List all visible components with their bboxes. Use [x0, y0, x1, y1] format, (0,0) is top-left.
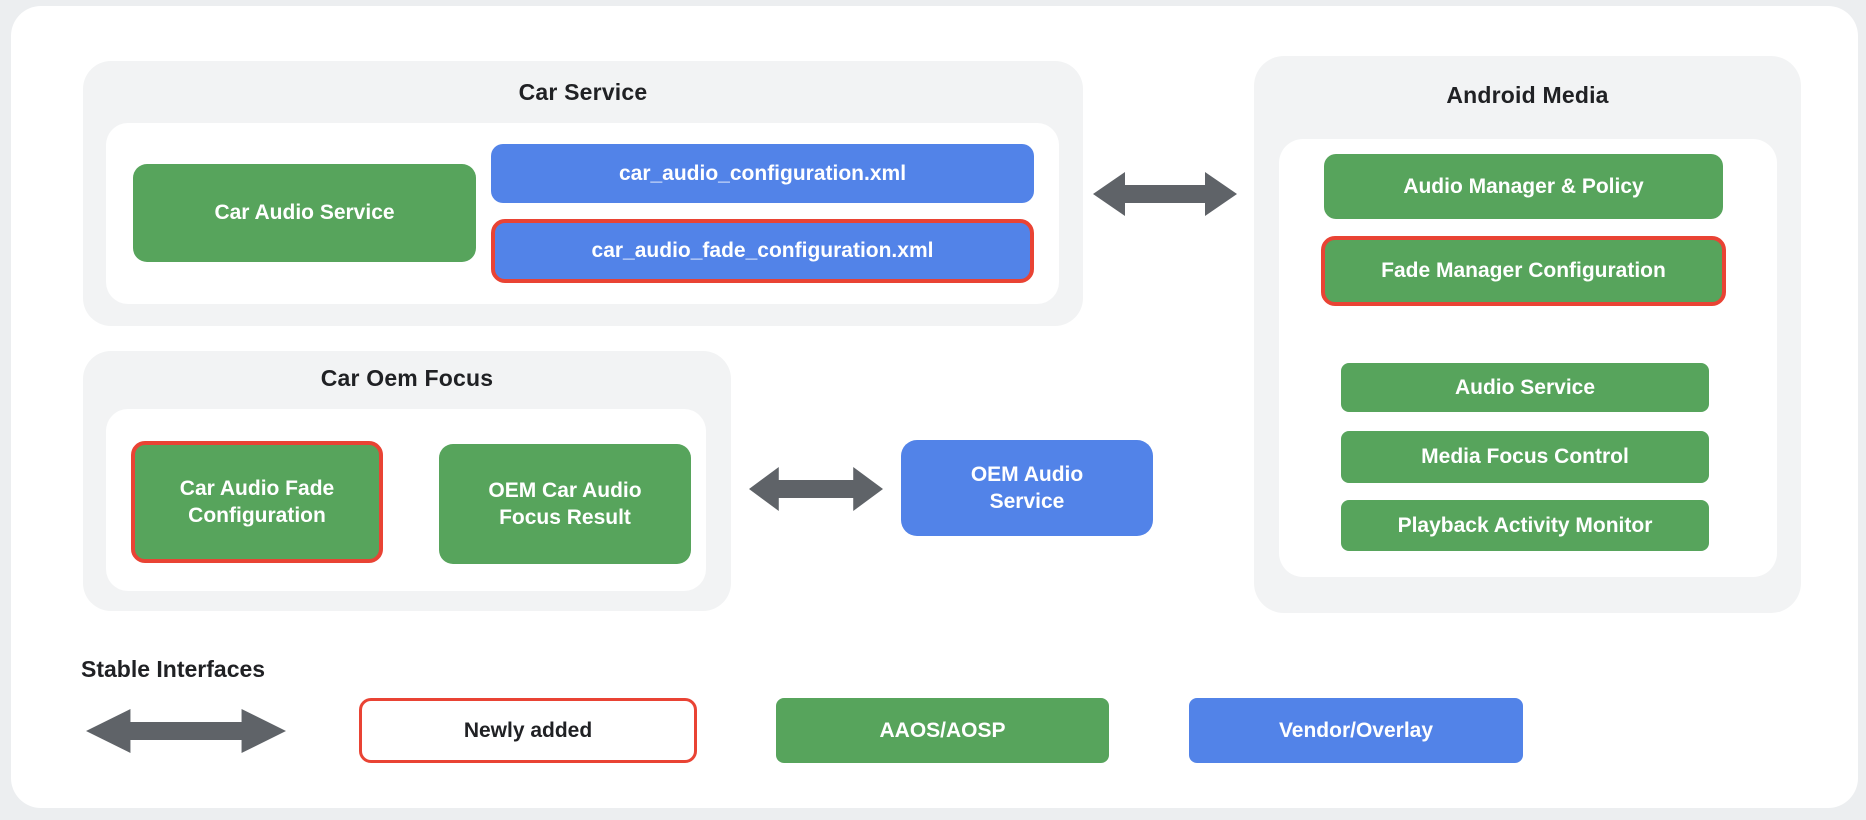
audio-manager-policy-label: Audio Manager & Policy [1403, 174, 1644, 198]
playback-activity-monitor-box: Playback Activity Monitor [1341, 500, 1709, 551]
audio-manager-policy-box: Audio Manager & Policy [1324, 154, 1723, 219]
legend-vendor-overlay-label: Vendor/Overlay [1278, 718, 1434, 742]
oem-car-audio-focus-result-label: OEM Car Audio Focus Result [488, 478, 642, 529]
car-audio-service-box: Car Audio Service [133, 164, 476, 262]
car-service-group: Car Service Car Audio Service car_audio_… [83, 61, 1083, 326]
car-oem-focus-group: Car Oem Focus Car Audio Fade Configurati… [83, 351, 731, 611]
car-service-panel: Car Audio Service car_audio_configuratio… [106, 123, 1059, 304]
android-media-title: Android Media [1446, 82, 1609, 108]
audio-service-box: Audio Service [1341, 363, 1709, 412]
legend-newly-added-box: Newly added [359, 698, 697, 763]
legend-aaos-aosp-box: AAOS/AOSP [776, 698, 1109, 763]
bidirectional-arrow-icon [1093, 172, 1237, 216]
car-audio-fade-configuration-box: Car Audio Fade Configuration [131, 441, 383, 563]
car-audio-fade-configuration-xml-box: car_audio_fade_configuration.xml [491, 219, 1034, 283]
car-audio-fade-configuration-xml-label: car_audio_fade_configuration.xml [591, 239, 934, 263]
media-focus-control-box: Media Focus Control [1341, 431, 1709, 483]
car-audio-configuration-xml-label: car_audio_configuration.xml [618, 161, 907, 185]
diagram-card: Car Service Car Audio Service car_audio_… [11, 6, 1858, 808]
car-audio-fade-configuration-label: Car Audio Fade Configuration [179, 476, 335, 527]
legend-aaos-aosp-label: AAOS/AOSP [879, 718, 1006, 742]
car-audio-service-label: Car Audio Service [214, 201, 395, 225]
car-service-title: Car Service [518, 79, 648, 105]
legend-vendor-overlay-box: Vendor/Overlay [1189, 698, 1523, 763]
android-media-group: Android Media Audio Manager & Policy Fad… [1254, 56, 1801, 613]
android-media-panel: Audio Manager & Policy Fade Manager Conf… [1279, 139, 1777, 577]
playback-activity-monitor-label: Playback Activity Monitor [1397, 513, 1653, 537]
car-audio-configuration-xml-box: car_audio_configuration.xml [491, 144, 1034, 203]
oem-car-audio-focus-result-box: OEM Car Audio Focus Result [439, 444, 691, 564]
car-oem-focus-panel: Car Audio Fade Configuration OEM Car Aud… [106, 409, 706, 591]
legend-newly-added-label: Newly added [463, 718, 593, 742]
oem-audio-service-label: OEM Audio Service [970, 462, 1084, 513]
media-focus-control-label: Media Focus Control [1421, 445, 1629, 469]
bidirectional-arrow-icon [749, 467, 883, 511]
oem-audio-service-box: OEM Audio Service [901, 440, 1153, 536]
car-oem-focus-title: Car Oem Focus [320, 365, 494, 391]
fade-manager-configuration-box: Fade Manager Configuration [1321, 236, 1726, 306]
fade-manager-configuration-label: Fade Manager Configuration [1381, 259, 1666, 283]
audio-service-label: Audio Service [1454, 375, 1596, 399]
bidirectional-arrow-icon [86, 709, 286, 753]
stable-interfaces-label: Stable Interfaces [81, 656, 266, 682]
